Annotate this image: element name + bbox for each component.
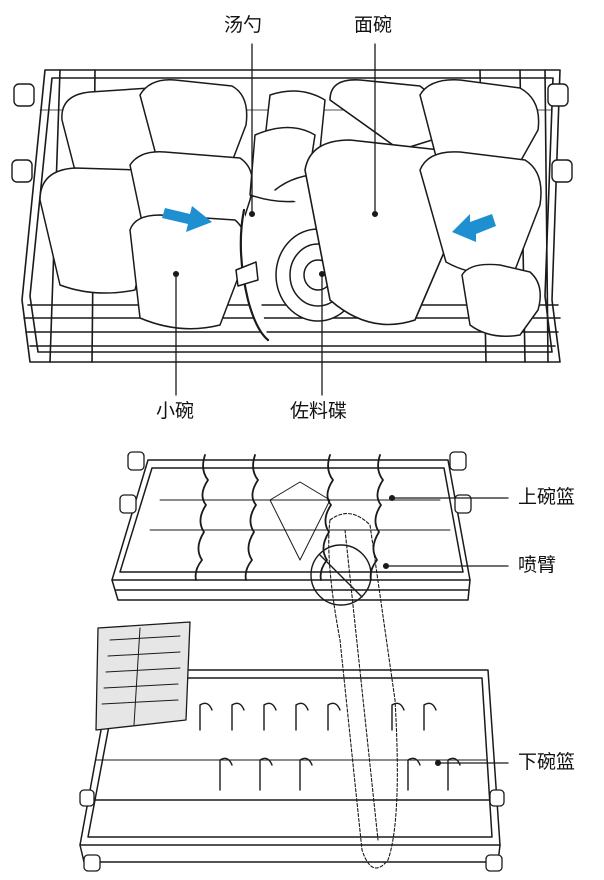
- label-side-dish: 佐料碟: [290, 402, 347, 421]
- folding-tine-rack: [96, 622, 190, 730]
- upper-basket: [112, 452, 471, 600]
- bottom-leaders: [384, 496, 508, 766]
- label-upper-basket: 上碗篮: [518, 488, 575, 507]
- top-basket: [12, 44, 572, 395]
- label-lower-basket: 下碗篮: [518, 753, 575, 772]
- label-small-bowl: 小碗: [156, 402, 194, 421]
- label-spoon: 汤勺: [224, 16, 262, 35]
- small-bowls: [40, 80, 252, 329]
- label-noodle-bowl: 面碗: [354, 16, 392, 35]
- label-spray-arm: 喷臂: [518, 556, 556, 575]
- right-bowls: [420, 80, 541, 336]
